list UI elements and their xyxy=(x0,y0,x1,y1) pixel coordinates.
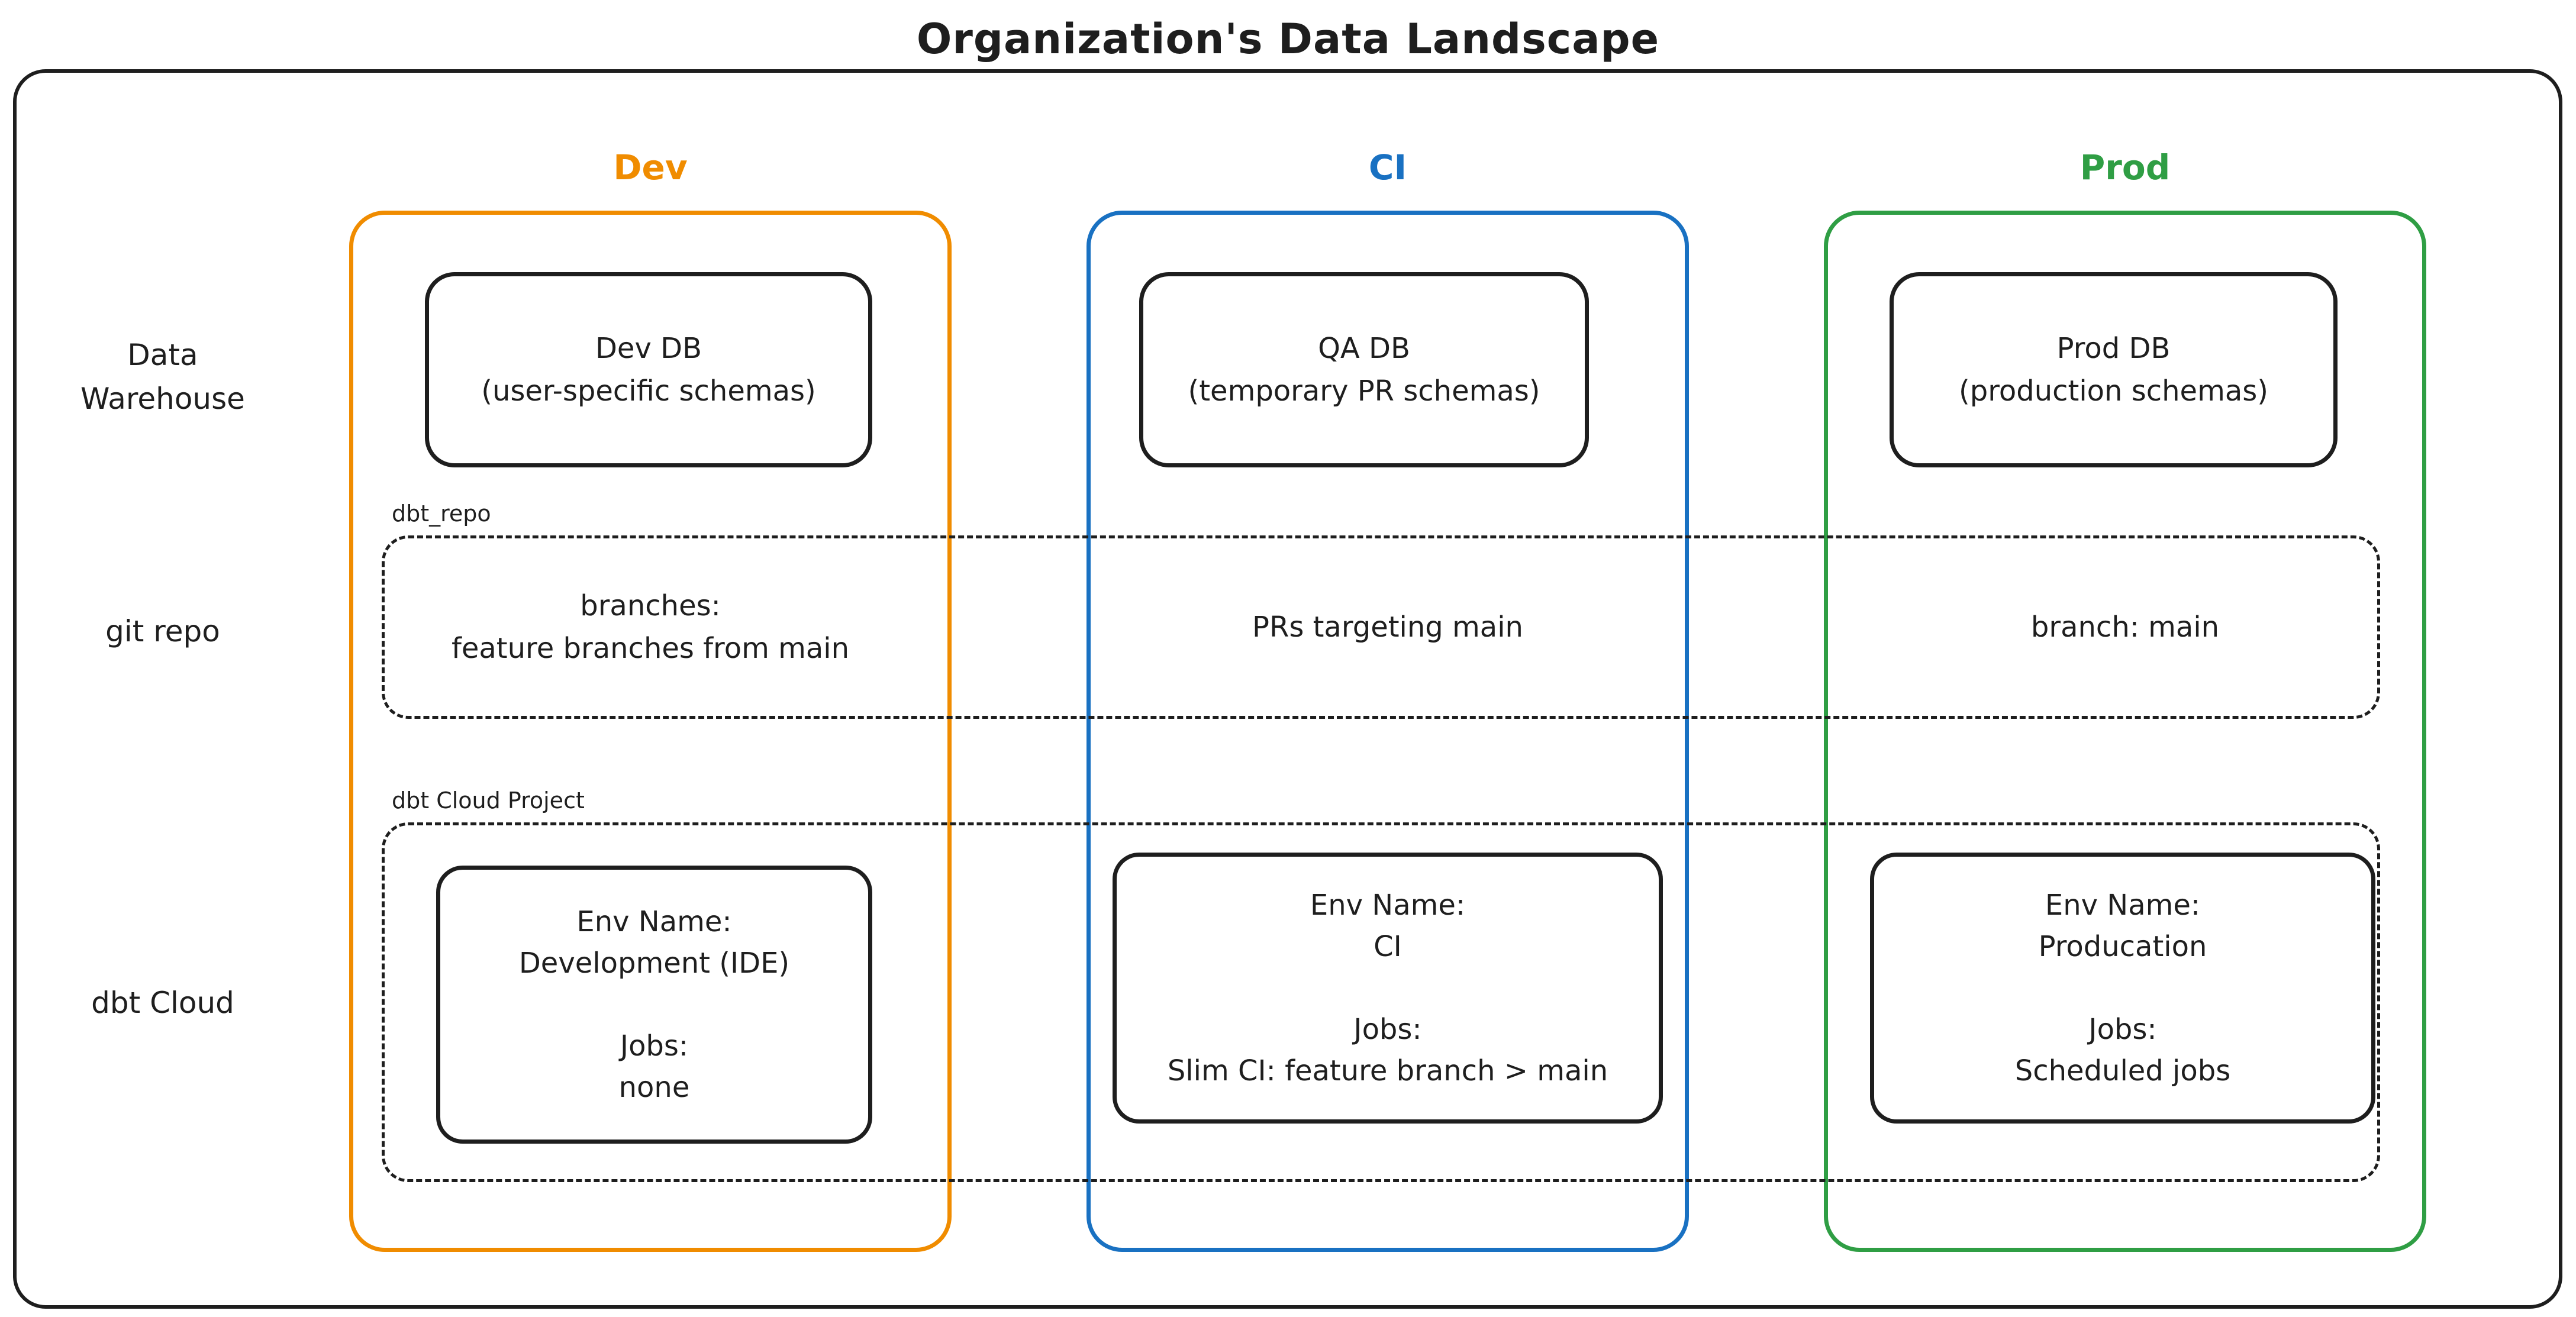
dbt-repo-label: dbt_repo xyxy=(392,501,491,527)
column-header-ci: CI xyxy=(1368,147,1407,188)
column-box-prod xyxy=(1824,211,2426,1252)
dbt-repo-dashed-box xyxy=(382,535,2380,719)
prod-jobs-value: Scheduled jobs xyxy=(2014,1054,2231,1087)
row-label-git-repo: git repo xyxy=(105,614,220,648)
outer-frame xyxy=(13,69,2562,1309)
ci-jobs-value: Slim CI: feature branch > main xyxy=(1167,1054,1608,1087)
row-label-data-warehouse: Data Warehouse xyxy=(80,338,245,416)
dev-env-value: Development (IDE) xyxy=(518,947,790,980)
qa-db-name: QA DB xyxy=(1318,332,1410,365)
dev-db-box: Dev DB (user-specific schemas) xyxy=(425,272,872,467)
git-text-dev: branches: feature branches from main xyxy=(451,589,850,665)
column-header-prod: Prod xyxy=(2080,147,2171,188)
ci-env-value: CI xyxy=(1374,930,1402,963)
dev-env-label: Env Name: xyxy=(576,905,732,938)
prod-db-name: Prod DB xyxy=(2056,332,2171,365)
dev-jobs-label: Jobs: xyxy=(620,1029,689,1063)
dev-db-schemas: (user-specific schemas) xyxy=(481,375,816,408)
prod-db-schemas: (production schemas) xyxy=(1959,375,2268,408)
git-text-ci: PRs targeting main xyxy=(1252,611,1523,644)
qa-db-schemas: (temporary PR schemas) xyxy=(1188,375,1540,408)
diagram-title: Organization's Data Landscape xyxy=(916,15,1660,63)
git-text-prod: branch: main xyxy=(2030,611,2220,644)
ci-env-label: Env Name: xyxy=(1310,889,1466,922)
dbt-cloud-project-label: dbt Cloud Project xyxy=(392,787,585,814)
column-header-dev: Dev xyxy=(613,147,688,188)
prod-env-value: Producation xyxy=(2038,930,2207,963)
dev-jobs-value: none xyxy=(618,1071,690,1104)
cloud-box-prod: Env Name: Producation Jobs: Scheduled jo… xyxy=(1870,853,2375,1124)
prod-db-box: Prod DB (production schemas) xyxy=(1890,272,2338,467)
prod-jobs-label: Jobs: xyxy=(2088,1013,2157,1046)
row-label-dbt-cloud: dbt Cloud xyxy=(91,986,234,1020)
dbt-cloud-project-dashed-box xyxy=(382,822,2380,1182)
ci-jobs-label: Jobs: xyxy=(1353,1013,1422,1046)
cloud-box-ci: Env Name: CI Jobs: Slim CI: feature bran… xyxy=(1113,853,1663,1124)
prod-env-label: Env Name: xyxy=(2045,889,2201,922)
cloud-box-dev: Env Name: Development (IDE) Jobs: none xyxy=(436,866,872,1144)
qa-db-box: QA DB (temporary PR schemas) xyxy=(1139,272,1589,467)
column-box-dev xyxy=(349,211,952,1252)
dev-db-name: Dev DB xyxy=(595,332,702,365)
column-box-ci xyxy=(1087,211,1689,1252)
